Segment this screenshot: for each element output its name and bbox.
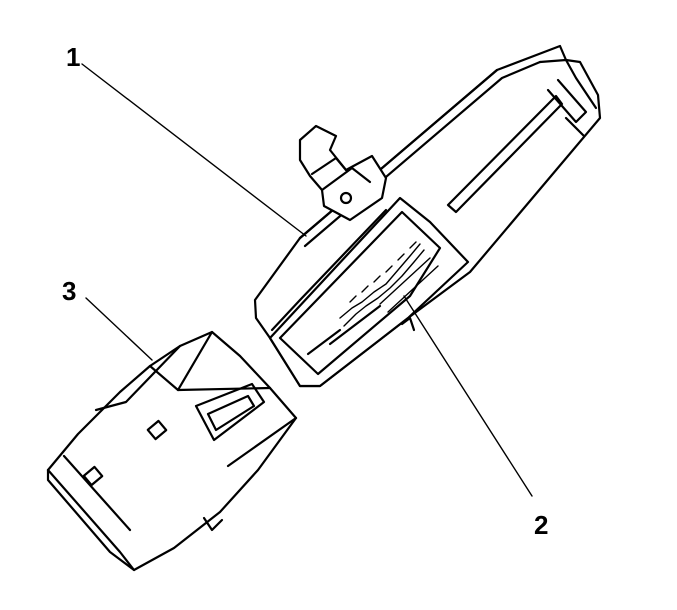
terminal-position-assurance [268, 196, 470, 388]
callout-1: 1 [66, 42, 80, 72]
leader-line-3 [85, 297, 153, 361]
callout-3: 3 [62, 276, 76, 306]
mating-connector [46, 330, 298, 572]
leader-line-2 [403, 295, 533, 497]
callout-2: 2 [534, 510, 548, 540]
latch [298, 124, 388, 222]
leader-lines [81, 63, 533, 497]
leader-line-1 [81, 63, 307, 237]
